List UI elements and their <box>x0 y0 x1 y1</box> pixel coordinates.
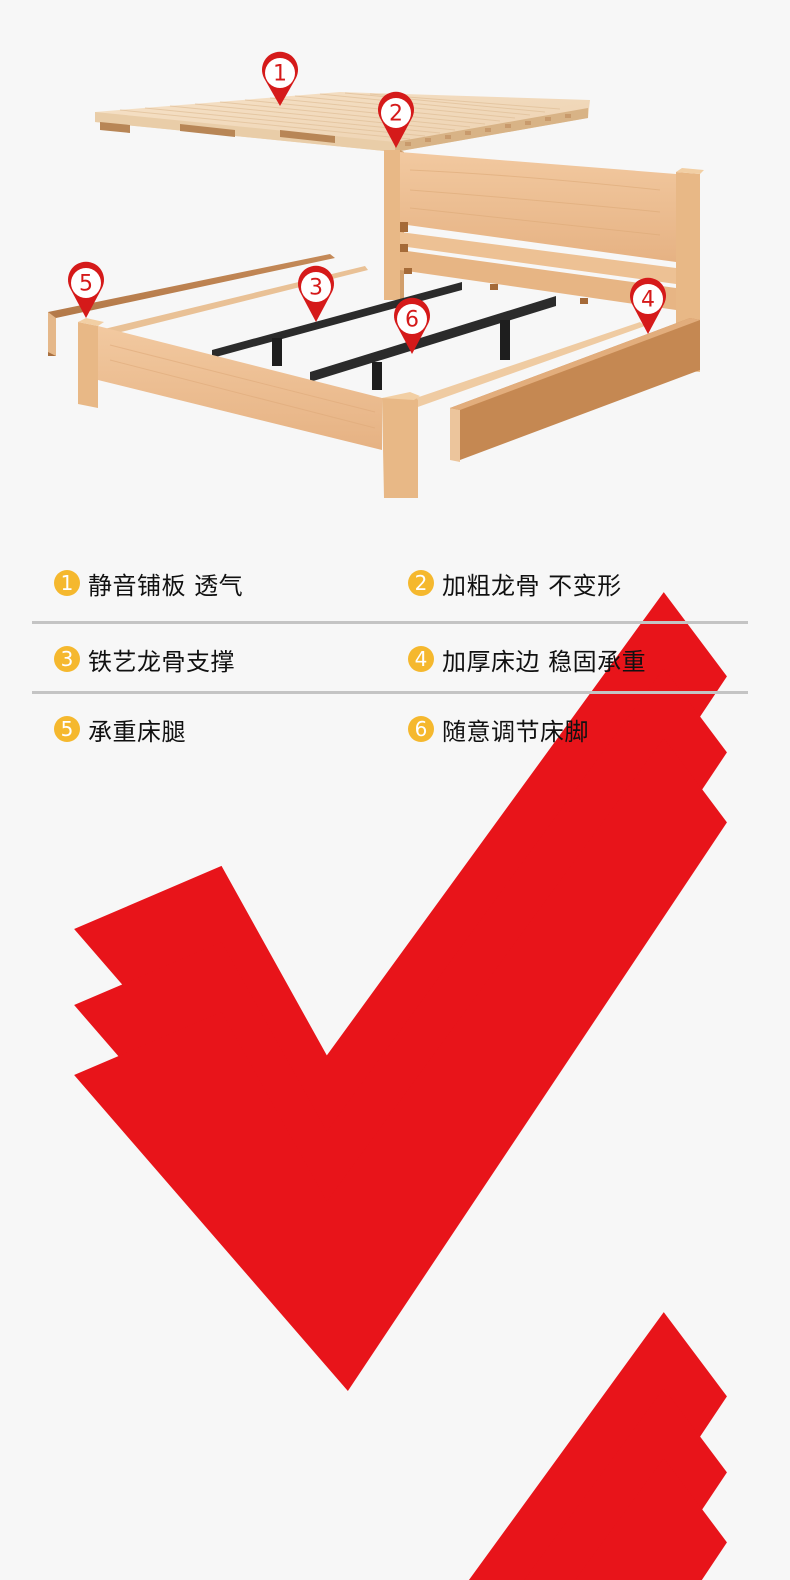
feature-row-3: 5 承重床腿 6 随意调节床脚 <box>32 696 748 1580</box>
feature-row-2: 3 铁艺龙骨支撑 4 加厚床边 稳固承重 <box>32 626 748 1580</box>
number-badge: 1 <box>54 570 80 596</box>
feature-text: 铁艺龙骨支撑 <box>88 647 235 676</box>
marker-3: 3 <box>298 265 334 322</box>
feature-text: 加厚床边 稳固承重 <box>442 647 647 676</box>
svg-text:2: 2 <box>389 102 403 127</box>
feature-item-3: 3 铁艺龙骨支撑 <box>54 626 235 692</box>
number-badge: 3 <box>54 646 80 672</box>
number-badge: 6 <box>408 716 434 742</box>
feature-item-6: 6 随意调节床脚 <box>408 696 589 762</box>
feature-item-5: 5 承重床腿 <box>54 696 186 762</box>
feature-text: 承重床腿 <box>88 717 186 746</box>
marker-4: 4 <box>630 277 666 334</box>
svg-text:4: 4 <box>641 288 655 313</box>
footboard <box>78 318 420 498</box>
marker-5: 5 <box>68 261 104 318</box>
number-badge: 5 <box>54 716 80 742</box>
svg-text:6: 6 <box>405 308 419 333</box>
number-badge: 2 <box>408 570 434 596</box>
svg-text:1: 1 <box>273 62 287 87</box>
number-badge: 4 <box>408 646 434 672</box>
feature-list: 1 静音铺板 透气 2 加粗龙骨 不变形 3 铁艺龙骨支撑 4 加厚床边 稳固承… <box>0 550 790 1580</box>
marker-6: 6 <box>394 297 430 354</box>
slat-board <box>95 92 590 152</box>
feature-text: 加粗龙骨 不变形 <box>442 571 622 600</box>
svg-text:5: 5 <box>79 272 93 297</box>
feature-text: 静音铺板 透气 <box>88 571 244 600</box>
row-divider <box>32 691 748 694</box>
checkmark-icon <box>575 1458 727 1580</box>
right-side-rail <box>410 318 700 462</box>
iron-support-beams <box>212 282 556 390</box>
feature-item-2: 2 加粗龙骨 不变形 <box>408 550 622 616</box>
feature-text: 随意调节床脚 <box>442 717 589 746</box>
svg-text:3: 3 <box>309 276 323 301</box>
marker-1: 1 <box>262 51 298 106</box>
feature-row-1: 1 静音铺板 透气 2 加粗龙骨 不变形 <box>32 550 748 1580</box>
feature-item-4: 4 加厚床边 稳固承重 <box>408 626 646 692</box>
checkmark-icon <box>74 738 727 1391</box>
row-divider <box>32 621 748 624</box>
feature-item-1: 1 静音铺板 透气 <box>54 550 243 616</box>
marker-2: 2 <box>378 91 414 148</box>
bed-exploded-illustration: 1 2 3 4 5 6 <box>0 0 790 540</box>
